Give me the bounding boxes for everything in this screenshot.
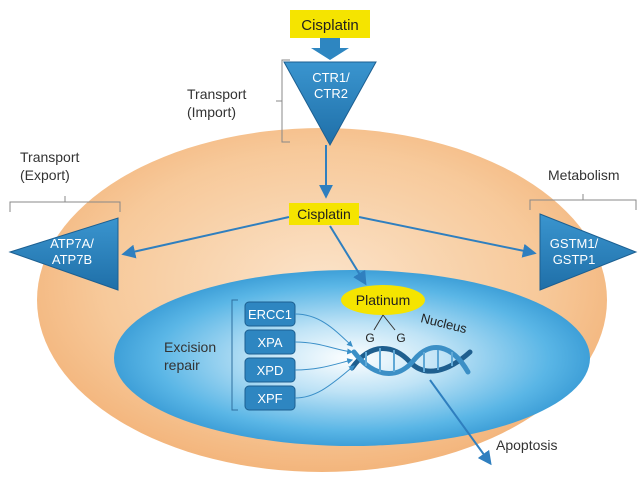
guanine-left-label: G: [365, 331, 374, 345]
metabolism-bracket: [529, 194, 637, 210]
repair-gene-label: XPD: [257, 363, 284, 378]
export-bracket: [9, 196, 121, 212]
metabolism-enzymes-line2: GSTP1: [553, 252, 596, 267]
repair-gene-xpa: XPA: [244, 329, 296, 355]
arrow-dna-to-apoptosis: [429, 379, 492, 466]
metabolism-enzymes-line1: GSTM1/: [550, 236, 599, 251]
dna-helix: [349, 345, 473, 376]
import-entry-arrow: [311, 38, 349, 60]
metabolism-label: Metabolism: [548, 167, 620, 183]
import-transporter-line1: CTR1/: [312, 70, 350, 85]
repair-gene-label: XPF: [257, 391, 282, 406]
apoptosis-label: Apoptosis: [496, 437, 557, 453]
repair-gene-label: XPA: [257, 335, 282, 350]
arrow-xpa-to-dna: [294, 341, 354, 355]
repair-gene-ercc1: ERCC1: [244, 301, 296, 327]
nucleus-body: [114, 270, 590, 446]
cisplatin-center-label: Cisplatin: [297, 206, 351, 222]
import-transporter: CTR1/ CTR2: [283, 61, 377, 147]
import-bracket: [276, 59, 290, 143]
export-transporter-line1: ATP7A/: [50, 236, 94, 251]
cisplatin-top-label: Cisplatin: [301, 17, 359, 34]
excision-repair-line2: repair: [164, 357, 200, 373]
platinum-label: Platinum: [356, 292, 410, 308]
transport-export-line1: Transport: [20, 149, 80, 165]
repair-bracket: [231, 299, 238, 411]
excision-repair-line1: Excision: [164, 339, 216, 355]
repair-gene-label: ERCC1: [248, 307, 292, 322]
arrow-cisplatin-to-export: [121, 216, 290, 259]
repair-gene-xpd: XPD: [244, 357, 296, 383]
cisplatin-center-box: Cisplatin: [289, 203, 359, 225]
repair-gene-xpf: XPF: [244, 385, 296, 411]
export-transporter: ATP7A/ ATP7B: [8, 217, 119, 291]
arrow-ercc1-to-dna: [294, 313, 353, 347]
metabolism-enzymes: GSTM1/ GSTP1: [539, 213, 638, 291]
export-transporter-line2: ATP7B: [52, 252, 92, 267]
import-transporter-line2: CTR2: [314, 86, 348, 101]
crosslink-left: [373, 314, 384, 331]
arrow-xpd-to-dna: [294, 358, 354, 371]
transport-import-line2: (Import): [187, 104, 236, 120]
arrow-cisplatin-to-metabolism: [358, 216, 537, 258]
guanine-right-label: G: [396, 331, 405, 345]
crosslink-right: [382, 314, 396, 331]
arrow-xpf-to-dna: [294, 365, 355, 399]
cisplatin-top-box: Cisplatin: [290, 10, 370, 38]
transport-import-line1: Transport: [187, 86, 247, 102]
platinum-oval: Platinum: [341, 285, 425, 315]
transport-export-line2: (Export): [20, 167, 70, 183]
arrow-cisplatin-to-platinum: [329, 225, 367, 286]
